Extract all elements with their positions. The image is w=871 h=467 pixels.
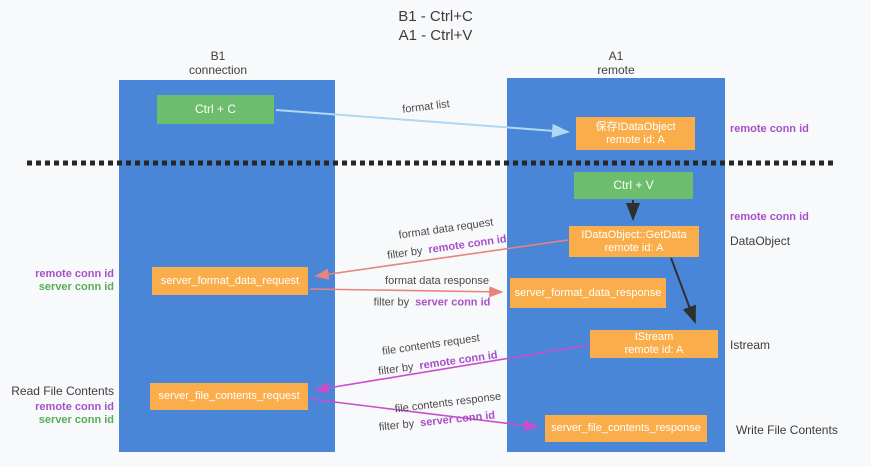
node-fmt-req-label: server_format_data_request bbox=[160, 274, 300, 287]
node-file-resp-label: server_file_contents_response bbox=[551, 422, 701, 434]
lane-header-b1: B1 connection bbox=[148, 49, 288, 77]
node-getdata-line2: remote id: A bbox=[604, 241, 664, 254]
node-server-file-contents-request: server_file_contents_request bbox=[150, 383, 308, 410]
node-ctrl-c-label: Ctrl + C bbox=[194, 102, 236, 116]
node-save-line1: 保存IDataObject bbox=[595, 120, 676, 133]
label-write-file-contents: Write File Contents bbox=[736, 423, 838, 437]
label-istream: Istream bbox=[730, 338, 771, 352]
label-conn-ids-format: remote conn id server conn id bbox=[10, 268, 114, 294]
node-server-file-contents-response: server_file_contents_response bbox=[545, 415, 707, 442]
node-ctrl-v: Ctrl + V bbox=[574, 172, 693, 199]
node-file-req-label: server_file_contents_request bbox=[158, 390, 300, 402]
diagram-title: B1 - Ctrl+C A1 - Ctrl+V bbox=[0, 7, 871, 45]
filter-by-text: filter by bbox=[378, 417, 415, 434]
label-remote-conn-id-top-right: remote conn id bbox=[730, 123, 809, 135]
node-istream-line2: remote id: A bbox=[624, 344, 684, 356]
remote-conn-id-text: remote conn id bbox=[35, 401, 114, 413]
filter-by-text: filter by bbox=[386, 245, 424, 262]
label-format-data-response: format data response bbox=[385, 275, 489, 287]
node-ctrl-v-label: Ctrl + V bbox=[613, 178, 654, 192]
title-line-2: A1 - Ctrl+V bbox=[398, 27, 473, 44]
node-save-idataobject: 保存IDataObject remote id: A bbox=[576, 117, 695, 150]
remote-conn-id-text: remote conn id bbox=[35, 268, 114, 280]
node-istream: IStream remote id: A bbox=[590, 330, 718, 358]
remote-conn-id-text: remote conn id bbox=[418, 349, 499, 373]
label-format-list: format list bbox=[401, 98, 451, 116]
filter-by-text: filter by bbox=[373, 296, 410, 309]
filter-by-text: filter by bbox=[377, 361, 415, 378]
server-conn-id-text: server conn id bbox=[415, 296, 491, 309]
label-conn-ids-file: remote conn id server conn id bbox=[10, 401, 114, 427]
server-conn-id-text: server conn id bbox=[419, 409, 496, 430]
lane-header-a1: A1 remote bbox=[546, 49, 686, 77]
server-conn-id-text: server conn id bbox=[38, 414, 114, 426]
lane-a1-subtitle: remote bbox=[597, 63, 635, 77]
label-filter-by-server-1: filter by server conn id bbox=[374, 297, 491, 310]
node-server-format-data-response: server_format_data_response bbox=[510, 278, 666, 308]
arrow-format-data-response bbox=[309, 286, 504, 298]
node-ctrl-c: Ctrl + C bbox=[157, 95, 274, 124]
lane-b1-subtitle: connection bbox=[188, 63, 248, 77]
lane-b1-title: B1 bbox=[210, 49, 226, 63]
node-idataobject-getdata: IDataObject::GetData remote id: A bbox=[569, 226, 699, 257]
lane-a1-title: A1 bbox=[608, 49, 624, 63]
label-remote-conn-id-mid-right: remote conn id bbox=[730, 211, 809, 223]
node-getdata-line1: IDataObject::GetData bbox=[581, 228, 687, 241]
node-server-format-data-request: server_format_data_request bbox=[152, 267, 308, 295]
label-dataobject: DataObject bbox=[730, 234, 791, 248]
title-line-1: B1 - Ctrl+C bbox=[398, 8, 473, 25]
node-fmt-resp-label: server_format_data_response bbox=[514, 286, 662, 299]
label-read-file-contents: Read File Contents bbox=[11, 384, 114, 398]
server-conn-id-text: server conn id bbox=[38, 281, 114, 293]
remote-conn-id-text: remote conn id bbox=[427, 233, 508, 257]
node-save-line2: remote id: A bbox=[606, 133, 665, 146]
node-istream-line1: IStream bbox=[634, 331, 674, 343]
